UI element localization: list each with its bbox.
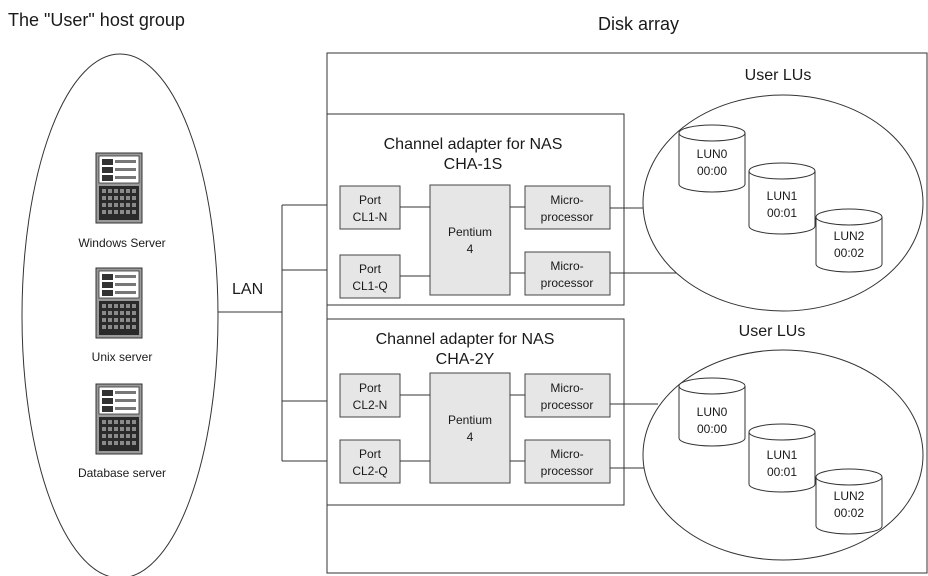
micro-label-2: processor [541, 398, 594, 412]
port-cl2-q: Port CL2-Q [339, 439, 401, 484]
lun-cylinder: LUN0 00:00 [678, 124, 746, 193]
cpu-number: 4 [467, 430, 474, 444]
micro-label-2: processor [541, 210, 594, 224]
server-label: Unix server [92, 350, 153, 364]
port-label: Port [359, 447, 382, 461]
micro-label-2: processor [541, 276, 594, 290]
server-database: Database server [78, 383, 166, 480]
disk-array-title: Disk array [598, 14, 679, 34]
port-cl2-n: Port CL2-N [339, 373, 401, 418]
microprocessor-2: Micro- processor [524, 251, 611, 296]
channel-adapter-cha-2y: Channel adapter for NAS CHA-2Y Port CL2-… [326, 318, 658, 506]
adapter-id: CHA-2Y [436, 351, 495, 368]
user-lus-group-2: User LUs LUN0 00:00 LUN1 00:01 LUN2 00:0… [642, 323, 924, 561]
micro-label: Micro- [550, 193, 583, 207]
lun-name: LUN2 [834, 229, 865, 243]
lun-id: 00:02 [834, 506, 864, 520]
server-label: Database server [78, 466, 166, 480]
lun-cylinder: LUN0 00:00 [678, 377, 746, 447]
port-id: CL2-Q [352, 464, 387, 478]
port-id: CL1-N [353, 210, 388, 224]
server-tower-icon [95, 152, 143, 224]
lun-id: 00:01 [767, 465, 797, 479]
host-group-title: The "User" host group [8, 10, 185, 30]
server-tower-icon [95, 383, 143, 455]
lun-id: 00:00 [697, 164, 727, 178]
microprocessor-1: Micro- processor [524, 373, 611, 418]
server-label: Windows Server [78, 236, 165, 250]
port-id: CL1-Q [352, 279, 387, 293]
lun-name: LUN0 [697, 405, 728, 419]
lun-name: LUN0 [697, 147, 728, 161]
cpu-number: 4 [467, 242, 474, 256]
microprocessor-2: Micro- processor [524, 439, 611, 484]
lun-id: 00:02 [834, 246, 864, 260]
lun-name: LUN1 [767, 189, 798, 203]
lun-cylinder: LUN2 00:02 [815, 468, 883, 535]
cpu-pentium: Pentium 4 [429, 184, 511, 296]
lu-group-label: User LUs [739, 323, 806, 340]
lun-id: 00:00 [697, 422, 727, 436]
user-lus-group-1: User LUs LUN0 00:00 LUN1 00:01 LUN2 00:0… [642, 67, 924, 312]
cpu-pentium: Pentium 4 [429, 372, 511, 484]
lun-name: LUN2 [834, 489, 865, 503]
port-cl1-q: Port CL1-Q [339, 254, 401, 299]
adapter-title: Channel adapter for NAS [376, 331, 555, 348]
cpu-label: Pentium [448, 225, 492, 239]
lan-label: LAN [232, 281, 263, 298]
port-label: Port [359, 193, 382, 207]
server-windows: Windows Server [78, 152, 166, 250]
lun-name: LUN1 [767, 448, 798, 462]
lun-cylinder: LUN2 00:02 [815, 208, 883, 273]
micro-label: Micro- [550, 447, 583, 461]
lan-connections [218, 204, 340, 462]
port-id: CL2-N [353, 398, 388, 412]
adapter-id: CHA-1S [444, 156, 503, 173]
lun-cylinder: LUN1 00:01 [748, 162, 816, 235]
lun-id: 00:01 [767, 206, 797, 220]
lu-group-label: User LUs [745, 67, 812, 84]
port-cl1-n: Port CL1-N [339, 185, 401, 230]
adapter-title: Channel adapter for NAS [384, 136, 563, 153]
micro-label: Micro- [550, 259, 583, 273]
server-tower-icon [95, 267, 143, 339]
micro-label: Micro- [550, 381, 583, 395]
server-unix: Unix server [92, 267, 153, 364]
channel-adapter-cha-1s: Channel adapter for NAS CHA-1S Port CL1-… [326, 113, 692, 306]
lun-cylinder: LUN1 00:01 [748, 423, 816, 493]
cpu-label: Pentium [448, 413, 492, 427]
microprocessor-1: Micro- processor [524, 185, 611, 230]
port-label: Port [359, 262, 382, 276]
port-label: Port [359, 381, 382, 395]
micro-label-2: processor [541, 464, 594, 478]
